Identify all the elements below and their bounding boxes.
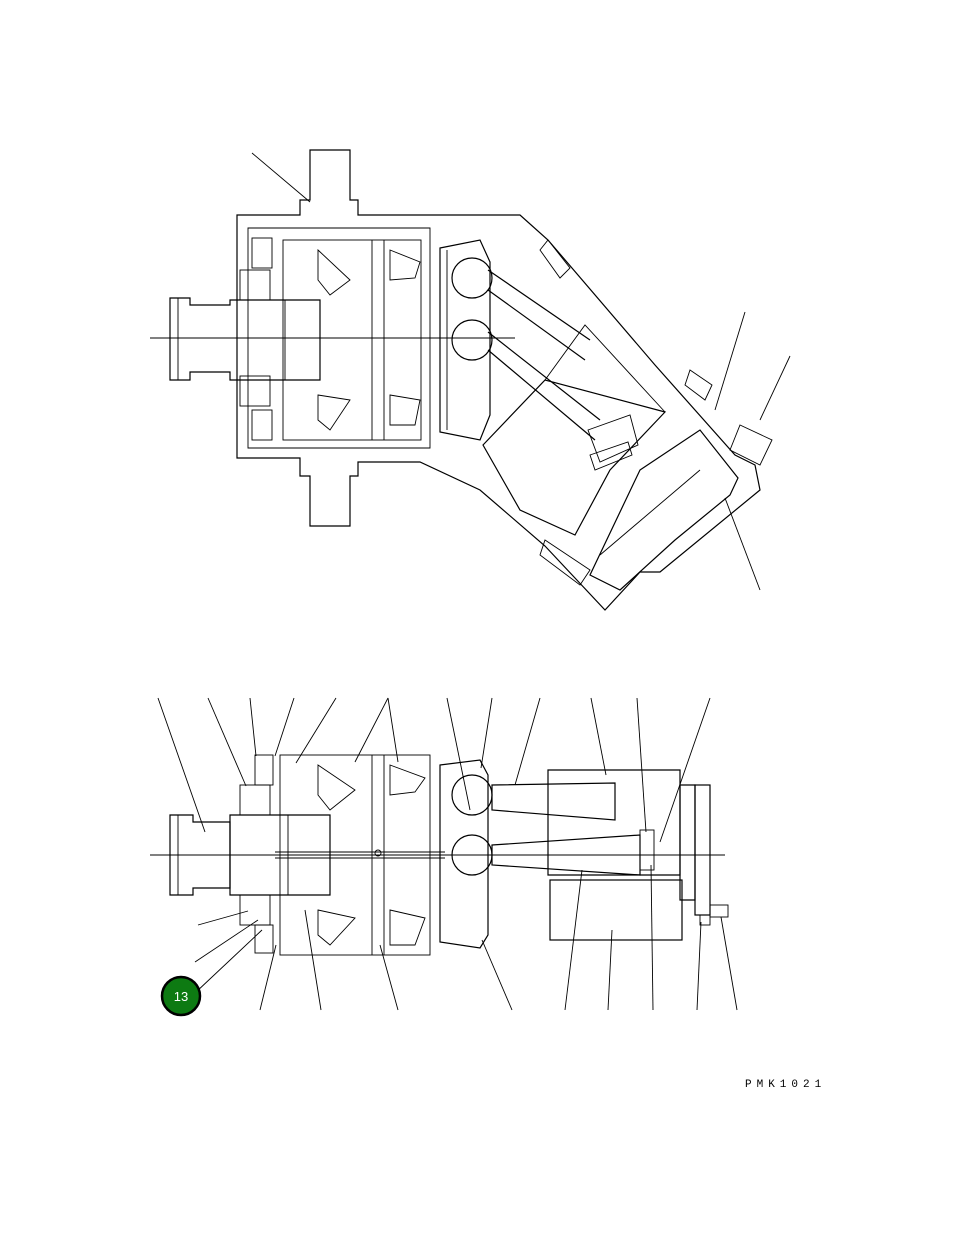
exploded-pump-view xyxy=(150,697,738,1011)
figure-code: PMK1021 xyxy=(745,1079,827,1091)
assembled-pump-section-view xyxy=(150,149,791,611)
callout-13-label: 13 xyxy=(174,989,188,1004)
callout-13-button[interactable]: 13 xyxy=(160,975,202,1017)
